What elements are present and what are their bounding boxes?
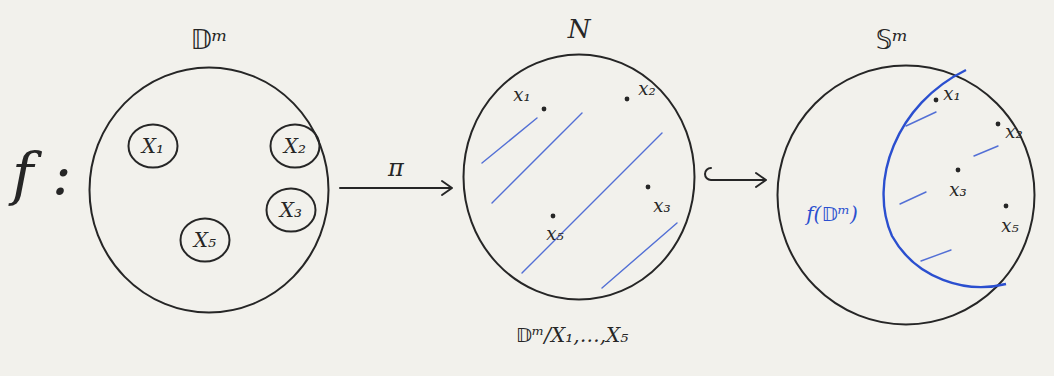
excised-ball: X₅ — [179, 217, 231, 263]
map-label: π — [386, 154, 406, 182]
inclusion-arrow — [705, 168, 766, 187]
excised-ball: X₂ — [269, 123, 321, 169]
point-label: 𝔻ᵐ/X₁,…,X₅ — [516, 324, 629, 346]
space-name: X₃ — [280, 199, 302, 221]
quotient-disk: Nx₁x₂x₃x₅𝔻ᵐ/X₁,…,X₅ — [462, 53, 696, 301]
excised-ball: X₁ — [127, 123, 179, 169]
map-arrow — [340, 181, 452, 195]
space-name: 𝔻ᵐ — [190, 26, 227, 55]
point-label: x₃ — [653, 196, 670, 216]
point-label: x₁ — [513, 85, 530, 105]
space-name: X₅ — [194, 229, 216, 251]
space-name: X₂ — [284, 135, 306, 157]
point-label: x₂ — [1005, 122, 1022, 142]
target-sphere: 𝕊ᵐx₁x₂x₃x₅f(𝔻ᵐ) — [776, 64, 1036, 326]
space-name: N — [568, 15, 591, 44]
point-label: x₅ — [1001, 216, 1018, 236]
domain-disk: 𝔻ᵐX₁X₂X₃X₅ — [88, 66, 330, 314]
point-label: x₂ — [638, 79, 655, 99]
quotient-disk-outline — [462, 53, 696, 301]
point-label: x₅ — [546, 224, 563, 244]
map-name: f : — [12, 140, 71, 208]
domain-disk-outline — [88, 66, 330, 314]
point-label: x₃ — [949, 180, 966, 200]
target-sphere-outline — [776, 64, 1036, 326]
space-name: X₁ — [142, 135, 164, 157]
point-label: f(𝔻ᵐ) — [806, 203, 858, 225]
space-name: 𝕊ᵐ — [876, 26, 908, 55]
excised-ball: X₃ — [265, 187, 317, 233]
point-label: x₁ — [943, 84, 960, 104]
